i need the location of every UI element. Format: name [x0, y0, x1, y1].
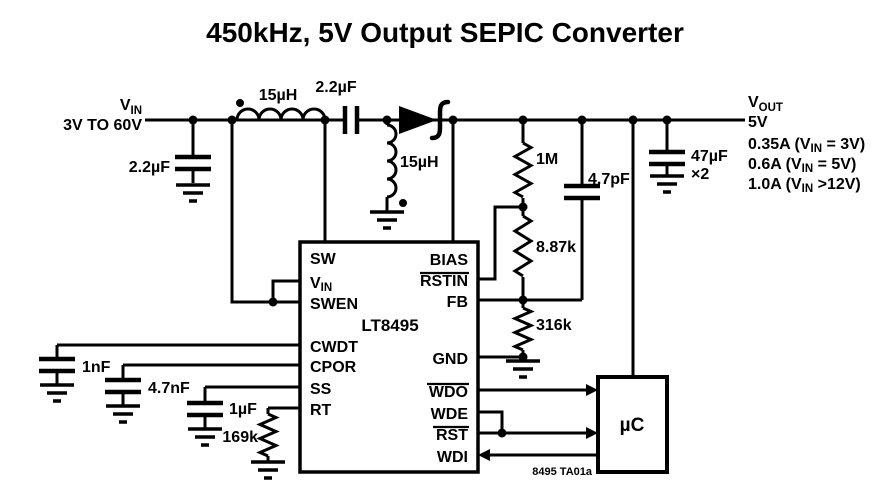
label-r-mid: 8.87k	[536, 239, 576, 256]
ground-symbol-cwdt	[40, 383, 74, 403]
label-r-rt: 169k	[222, 429, 258, 446]
label-vout-voltage: 5V	[748, 114, 768, 131]
mcu-label: µC	[620, 415, 645, 436]
resistor-316k	[511, 306, 535, 352]
resistor-1m	[511, 141, 535, 199]
wdi-arrowhead	[478, 449, 490, 461]
capacitor-output	[649, 149, 685, 167]
label-coupling-cap: 2.2µF	[315, 79, 356, 96]
diode-anode-triangle	[399, 106, 437, 134]
pin-label-wdi: WDI	[437, 449, 468, 466]
inductor-l2	[386, 123, 407, 207]
inductor-l1	[235, 99, 327, 121]
label-c-ff: 4.7pF	[588, 171, 630, 188]
pin-label-cwdt: CWDT	[310, 339, 358, 356]
pin-label-vin: VIN	[310, 275, 332, 294]
phase-dot-l2	[399, 199, 407, 207]
circuit-wires	[55, 118, 745, 462]
resistor-8k87	[512, 214, 534, 278]
label-vin: VIN	[120, 97, 142, 117]
pin-label-cpor: CPOR	[310, 359, 357, 376]
phase-dot-l1	[236, 99, 244, 107]
pin-label-rstin: RSTIN	[420, 273, 468, 290]
ic-part-number: LT8495	[361, 316, 418, 335]
pin-label-gnd: GND	[432, 351, 468, 368]
label-c-cwdt: 1nF	[82, 359, 111, 376]
label-input-cap: 2.2µF	[129, 159, 170, 176]
ground-symbol-input	[176, 183, 210, 203]
ground-symbol-fb	[506, 359, 540, 379]
label-vout: VOUT	[748, 94, 783, 114]
label-vin-range: 3V TO 60V	[63, 117, 142, 134]
label-current-3: 1.0A (VIN >12V)	[748, 176, 861, 195]
label-c-ss: 1µF	[229, 401, 257, 418]
pin-label-bias: BIAS	[430, 252, 469, 269]
label-current-2: 0.6A (VIN = 5V)	[748, 156, 856, 175]
mcu-body	[596, 375, 669, 474]
capacitor-input	[175, 154, 211, 172]
capacitor-feedforward	[564, 183, 600, 201]
ground-symbol-ss	[188, 427, 222, 447]
ground-symbol-rt	[251, 460, 285, 480]
label-l1: 15µH	[259, 87, 298, 104]
pin-label-wde: WDE	[431, 406, 469, 423]
pin-label-fb: FB	[447, 294, 468, 311]
label-out-cap-mult: ×2	[691, 166, 709, 183]
schematic-title: 450kHz, 5V Output SEPIC Converter	[206, 17, 684, 48]
label-r-top: 1M	[536, 151, 558, 168]
pin-label-wdo: WDO	[429, 384, 468, 401]
rst-arrowhead	[586, 427, 598, 439]
ground-symbol-output	[650, 174, 684, 194]
capacitor-cpor	[105, 377, 141, 395]
diode-rectifier	[399, 99, 451, 141]
label-out-cap: 47µF	[691, 148, 728, 165]
label-current-1: 0.35A (VIN = 3V)	[748, 136, 865, 155]
label-c-cpor: 4.7nF	[148, 380, 190, 397]
ground-symbol-cpor	[106, 404, 140, 424]
ground-symbol-l2	[370, 210, 404, 230]
wdo-arrowhead	[586, 384, 598, 396]
capacitor-ss	[187, 400, 223, 418]
label-r-bot: 316k	[536, 317, 572, 334]
pin-label-rt: RT	[310, 402, 332, 419]
resistor-rt	[256, 412, 280, 458]
capacitor-coupling	[342, 106, 360, 134]
figure-reference-label: 8495 TA01a	[532, 466, 593, 478]
pin-label-sw: SW	[310, 251, 337, 268]
label-l2: 15µH	[400, 154, 439, 171]
pin-label-ss: SS	[310, 381, 332, 398]
junction-dots	[188, 115, 672, 438]
capacitor-cwdt	[39, 356, 75, 374]
pin-label-rst: RST	[436, 427, 468, 444]
pin-label-swen: SWEN	[310, 296, 358, 313]
diode-cathode-bar	[429, 99, 451, 141]
ic-lt8495-body	[298, 240, 480, 474]
